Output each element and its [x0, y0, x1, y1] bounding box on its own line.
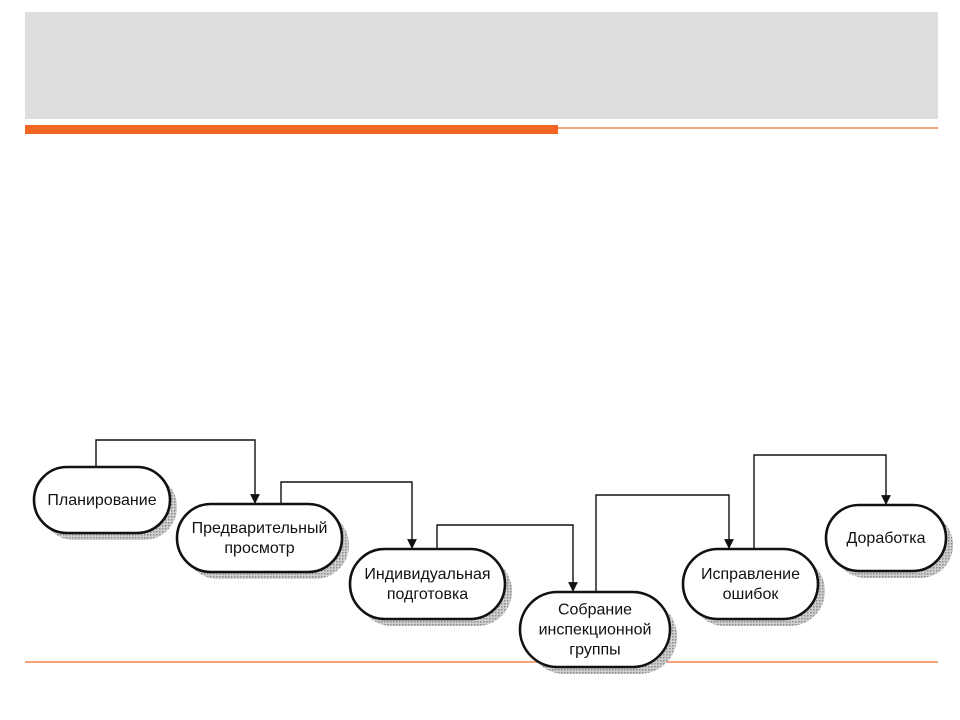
node-label: Предварительный: [192, 520, 328, 537]
accent-line-top: [558, 127, 938, 129]
node-box: [518, 590, 672, 669]
node-box: [824, 503, 948, 573]
node-label: группы: [569, 642, 620, 659]
node-box: [32, 465, 172, 535]
node-meeting: Собрание инспекционной группы: [518, 590, 677, 674]
node-label: просмотр: [224, 540, 294, 557]
title-band: [25, 12, 938, 119]
connector-arrow: [753, 454, 891, 549]
node-label: Доработка: [847, 530, 926, 547]
connector-arrow: [595, 494, 734, 592]
node-box: [681, 547, 820, 621]
node-fixing: Исправление ошибок: [681, 547, 825, 626]
node-rework: Доработка: [824, 503, 953, 578]
connector-arrow: [280, 481, 417, 549]
node-box: [175, 502, 344, 574]
accent-line-bottom: [25, 661, 938, 663]
node-group: ПланированиеПредварительныйпросмотрИндив…: [32, 465, 953, 674]
node-preparation: Индивидуальная подготовка: [348, 547, 512, 626]
node-label: Собрание: [558, 602, 632, 619]
node-preview: Предварительный просмотр: [175, 502, 349, 579]
connector-group: [95, 439, 891, 592]
node-label: подготовка: [387, 586, 468, 603]
node-label: инспекционной: [539, 622, 652, 639]
node-label: ошибок: [723, 586, 780, 603]
connector-arrow: [436, 524, 578, 592]
node-planning: Планирование: [32, 465, 177, 540]
connector-arrow: [95, 439, 260, 504]
node-box: [348, 547, 507, 621]
accent-bar: [25, 125, 558, 134]
node-label: Исправление: [701, 566, 800, 583]
node-label: Планирование: [47, 492, 156, 509]
node-label: Индивидуальная: [364, 566, 490, 583]
